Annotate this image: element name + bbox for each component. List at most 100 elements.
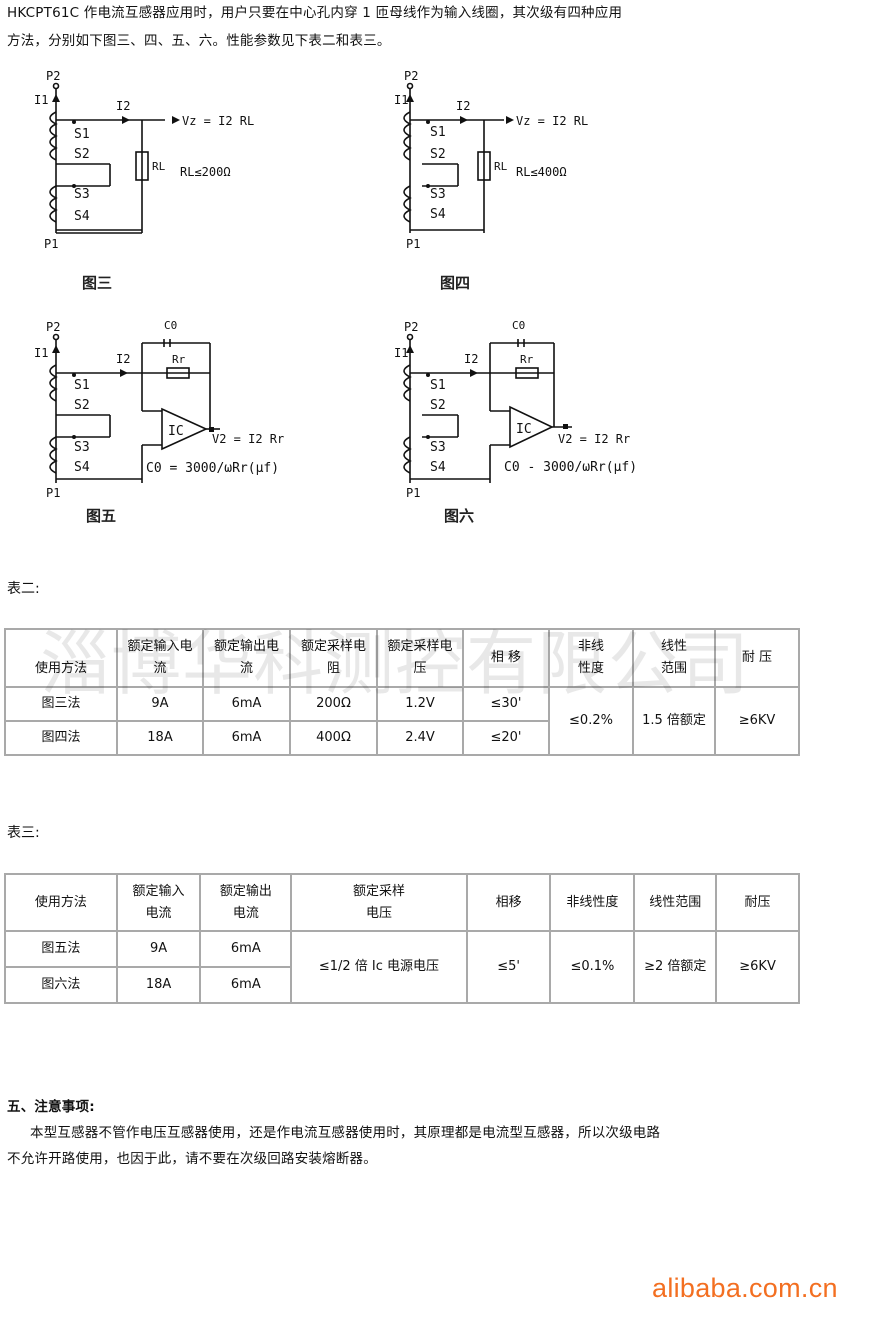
fig5-label-s1: S1: [74, 378, 90, 393]
table-cell: ≤30': [462, 686, 550, 722]
header-text: 使用方法: [34, 894, 87, 910]
fig3-label-s1: S1: [74, 127, 90, 142]
table-cell: 200Ω: [289, 686, 378, 722]
fig6-label-p2: P2: [404, 320, 418, 334]
table-3-header: 线性范围: [633, 873, 718, 932]
fig4-label-i1: I1: [394, 93, 408, 107]
figure-3-circuit: P2 I1 I2 S1 S2 S3 S4 P1 RL Vz = I2 RL RL…: [34, 69, 254, 251]
table-3-header-row: 使用方法 额定输入电流 额定输出电流 额定采样电压 相移 非线性度 线性范围 耐…: [4, 873, 800, 932]
fig6-label-p1: P1: [406, 486, 420, 500]
fig4-label-s3: S3: [430, 187, 446, 202]
fig5-label-i1: I1: [34, 346, 48, 360]
fig3-label-cond: RL≤200Ω: [180, 165, 231, 179]
alibaba-logo: alibaba.com.cn: [652, 1273, 838, 1303]
header-text: 耐 压: [741, 650, 773, 665]
intro-line-1: HKCPT61C 作电流互感器应用时，用户只要在中心孔内穿 1 匝母线作为输入线…: [7, 5, 623, 21]
table-cell: 图六法: [4, 966, 118, 1004]
header-line: 范围: [660, 661, 687, 676]
figure-4-caption: 图四: [440, 274, 471, 292]
header-line: 阻: [326, 661, 340, 676]
fig6-label-s4: S4: [430, 460, 446, 475]
header-line: 额定输入电: [127, 639, 193, 654]
header-text: 非线性度: [566, 894, 619, 910]
header-text: 相移: [495, 894, 522, 910]
fig3-label-p1: P1: [44, 237, 58, 251]
header-line: 额定输出: [219, 883, 272, 899]
header-line: 电压: [365, 905, 392, 921]
table-3-header: 非线性度: [549, 873, 636, 932]
table-2-header: 耐 压: [714, 628, 800, 688]
table-cell: ≤20': [462, 720, 550, 756]
table-row: 图四法 18A 6mA 400Ω 2.4V ≤20': [4, 720, 799, 756]
table-cell: 图三法: [4, 686, 118, 722]
table-row: 图五法 9A 6mA ≤1/2 倍 Ic 电源电压 ≤5' ≤0.1% ≥2 倍…: [4, 930, 800, 1004]
table-cell: 2.4V: [376, 720, 464, 756]
header-text: 线性范围: [649, 894, 702, 910]
fig6-label-rr: Rr: [520, 353, 534, 366]
fig3-label-vz: Vz = I2 RL: [182, 114, 254, 128]
fig5-label-p2: P2: [46, 320, 60, 334]
table-cell: 18A: [116, 720, 204, 756]
table-3-header: 额定输入电流: [115, 873, 202, 932]
table-cell: 18A: [115, 966, 202, 1004]
table-row: 图六法 18A 6mA: [4, 966, 799, 1004]
table-2-title: 表二:: [7, 581, 40, 597]
header-line: 额定采样电: [300, 639, 366, 654]
table-cell: 9A: [115, 930, 202, 968]
table-cell: 400Ω: [289, 720, 378, 756]
header-line: 非线: [577, 639, 604, 654]
fig5-label-s4: S4: [74, 460, 90, 475]
fig5-label-ic: IC: [168, 424, 184, 439]
fig6-label-vz: V2 = I2 Rr: [558, 432, 630, 446]
fig3-label-i2: I2: [116, 99, 130, 113]
fig5-label-i2: I2: [116, 352, 130, 366]
intro-line-2: 方法，分别如下图三、四、五、六。性能参数见下表二和表三。: [7, 33, 391, 49]
fig4-label-rl: RL: [494, 160, 508, 173]
notes-heading: 五、注意事项:: [7, 1099, 95, 1115]
fig3-label-s4: S4: [74, 209, 90, 224]
fig4-label-s4: S4: [430, 207, 446, 222]
fig5-label-vz: V2 = I2 Rr: [212, 432, 284, 446]
table-cell: 图四法: [4, 720, 118, 756]
header-line: 额定采样电: [387, 639, 453, 654]
table-cell-shared: ≤0.2%: [548, 686, 634, 756]
figure-4-circuit: P2 I1 I2 S1 S2 S3 S4 P1 RL Vz = I2 RL RL…: [394, 69, 588, 251]
fig3-label-s3: S3: [74, 187, 90, 202]
fig5-label-c0: C0: [164, 319, 177, 332]
table-cell: 6mA: [202, 686, 291, 722]
header-line: 线性: [660, 639, 687, 654]
table-cell: 6mA: [199, 966, 293, 1004]
table-cell-shared: ≥6KV: [715, 930, 800, 1004]
table-cell-shared: ≥6KV: [714, 686, 800, 756]
table-cell: 6mA: [202, 720, 291, 756]
header-line: 电流: [232, 905, 259, 921]
figure-3-caption: 图三: [82, 274, 113, 292]
header-line: 压: [413, 661, 427, 676]
header-line: 流: [239, 661, 253, 676]
table-cell: 1.2V: [376, 686, 464, 722]
fig6-label-ic: IC: [516, 422, 532, 437]
figure-5-circuit: P2 I1 I2 S1 S2 S3 S4 P1 C0 Rr IC V2 = I2…: [34, 319, 284, 500]
table-2-header: 相 移: [462, 628, 550, 688]
fig4-label-s2: S2: [430, 147, 446, 162]
table-2: 使用方法 额定输入电流 额定输出电流 额定采样电阻 额定采样电压 相 移 非线性…: [4, 628, 800, 756]
header-text: 相 移: [490, 650, 522, 665]
table-2-header: 额定输入电流: [116, 628, 204, 688]
header-line: 额定输出电: [213, 639, 279, 654]
table-cell: 9A: [116, 686, 204, 722]
header-line: 额定采样: [352, 883, 405, 899]
fig4-label-p1: P1: [406, 237, 420, 251]
fig3-label-i1: I1: [34, 93, 48, 107]
fig4-label-vz: Vz = I2 RL: [516, 114, 588, 128]
header-line: 电流: [145, 905, 172, 921]
fig5-label-s3: S3: [74, 440, 90, 455]
table-2-header: 使用方法: [4, 628, 118, 688]
table-cell-shared: ≥2 倍额定: [633, 930, 718, 1004]
table-cell-shared: ≤1/2 倍 Ic 电源电压: [290, 930, 468, 1004]
header-line: 性度: [577, 661, 604, 676]
fig4-label-p2: P2: [404, 69, 418, 83]
fig6-label-c0: C0: [512, 319, 525, 332]
table-2-header: 额定输出电流: [202, 628, 291, 688]
fig4-label-cond: RL≤400Ω: [516, 165, 567, 179]
table-2-header: 额定采样电阻: [289, 628, 378, 688]
